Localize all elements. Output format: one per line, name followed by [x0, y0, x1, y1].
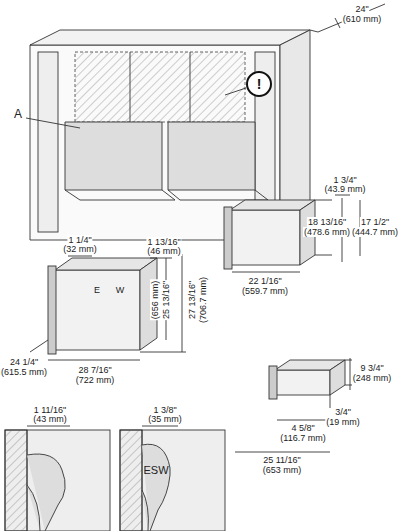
- dimension-label: (46 mm): [146, 246, 182, 256]
- dimension-label: ESW: [142, 465, 169, 475]
- dimension-label: (43 mm): [32, 414, 68, 424]
- warning-circle: !: [246, 71, 272, 97]
- dimension-label: 25 11/16": [262, 455, 302, 465]
- dimension-label: (559.7 mm): [241, 286, 289, 296]
- warning-symbol: !: [257, 76, 262, 92]
- dimension-label: (43.9 mm): [323, 184, 366, 194]
- dimension-label: (35 mm): [147, 414, 183, 424]
- dimension-label: 27 13/16": [187, 280, 197, 320]
- dimension-label: (656 mm): [150, 280, 160, 321]
- dimension-label: 3/4": [334, 407, 352, 417]
- dimension-label: 28 7/16": [77, 365, 112, 375]
- dimension-label: (610 mm): [342, 14, 383, 24]
- dimension-label: 25 13/16": [161, 280, 171, 320]
- dimension-label: (653 mm): [262, 465, 303, 475]
- dimension-label: 9 3/4": [359, 363, 384, 373]
- dimension-label: (248 mm): [352, 373, 393, 383]
- dimension-label: (706.7 mm): [198, 276, 208, 324]
- dimension-label: 4 5/8": [290, 423, 315, 433]
- dimension-label: (19 mm): [325, 417, 361, 427]
- dimension-label: (722 mm): [75, 375, 116, 385]
- dimension-label: 24 1/4": [9, 357, 39, 367]
- dimension-label: (615.5 mm): [0, 367, 48, 377]
- dimension-label: (444.7 mm): [351, 227, 399, 237]
- callout-letter: A: [13, 109, 23, 119]
- dimension-label: 24": [354, 4, 369, 14]
- dimension-label: W: [115, 285, 126, 295]
- dimension-label: 18 13/16": [307, 217, 347, 227]
- dimension-label: (478.6 mm): [303, 227, 351, 237]
- dimension-label: 17 1/2": [360, 217, 390, 227]
- dimension-label: E: [93, 285, 101, 295]
- dimension-label: (116.7 mm): [279, 433, 326, 443]
- dimension-label: 22 1/16": [247, 276, 282, 286]
- dimension-label: (32 mm): [62, 244, 98, 254]
